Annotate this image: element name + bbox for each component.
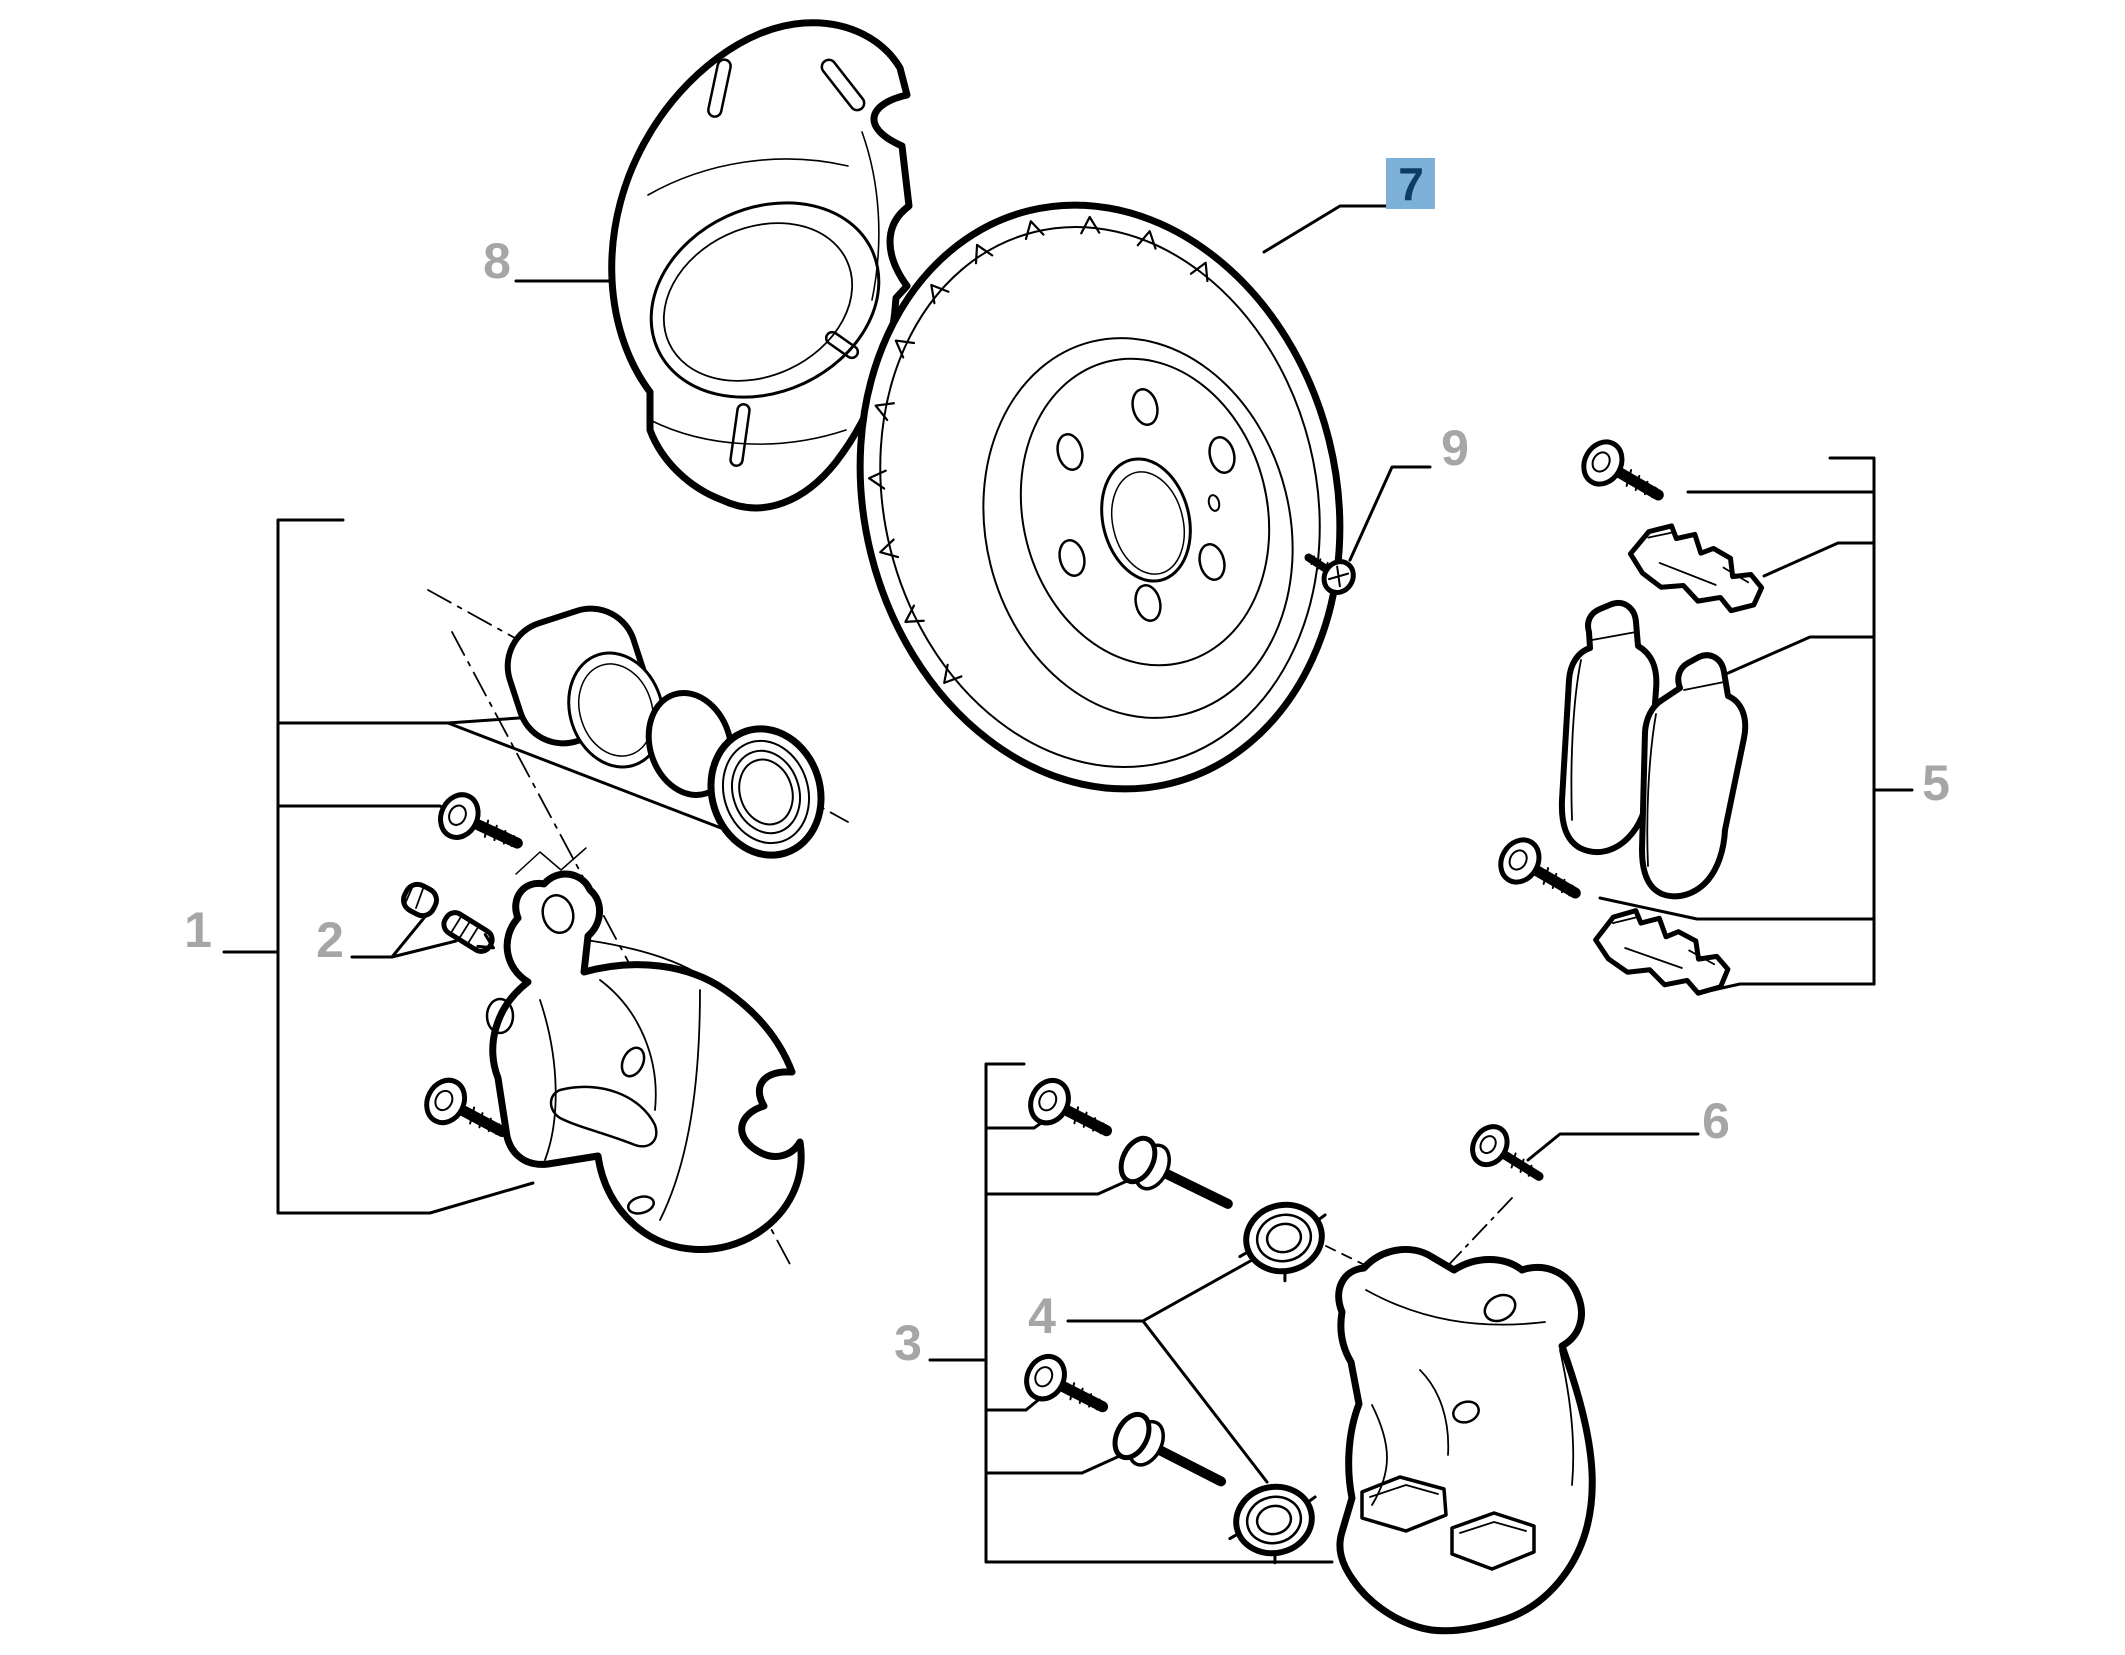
shield-slot — [824, 330, 860, 360]
disc-center-bore — [1100, 457, 1192, 583]
leader-part1-bracket — [276, 518, 535, 1215]
caliper-assembly — [401, 605, 825, 1253]
disc-vent-marks — [867, 215, 1209, 684]
callout-label-5[interactable]: 5 — [1922, 755, 1950, 811]
guide-pin-bolt-upper — [1024, 1074, 1117, 1150]
leader-part9 — [1348, 465, 1432, 562]
splash-shield — [608, 19, 913, 512]
leader-pad-clip-top — [1762, 541, 1876, 578]
leader-caliper-bolt — [276, 804, 466, 822]
leader-part3-bracket — [984, 1062, 1334, 1564]
guide-pin-bolt-lower — [1020, 1350, 1113, 1426]
leader-part6 — [1526, 1132, 1700, 1162]
line-art — [222, 19, 1914, 1635]
callout-label-2[interactable]: 2 — [316, 912, 344, 968]
brake-disc — [856, 201, 1344, 793]
callout-label-3[interactable]: 3 — [894, 1315, 922, 1371]
callout-label-1[interactable]: 1 — [184, 902, 212, 958]
caliper-carrier-bracket — [1335, 1246, 1596, 1635]
disc-retaining-screw — [1304, 553, 1356, 596]
callout-label-9[interactable]: 9 — [1441, 420, 1469, 476]
guide-pin-boot-lower — [1221, 1478, 1327, 1570]
caliper-bolt-upper — [434, 789, 527, 864]
leader-pad-clip-bottom — [1702, 982, 1876, 994]
guide-pin-boot-upper — [1231, 1196, 1337, 1288]
shield-center-opening — [649, 201, 881, 399]
guide-pin-upper — [1114, 1133, 1238, 1225]
disc-hub-face — [1019, 357, 1271, 667]
shield-slot — [707, 58, 732, 118]
brake-pad-kit — [1493, 435, 1767, 995]
callout-labels: 1 2 3 4 5 6 8 9 7 — [184, 158, 1950, 1371]
pad-retainer-clip-upper — [1626, 522, 1767, 614]
leader-pin-bottom — [984, 1452, 1126, 1475]
callout-7-highlight-box[interactable] — [1386, 158, 1435, 209]
carrier-bolt — [1470, 1124, 1544, 1181]
shield-slot — [820, 58, 866, 112]
pad-retainer-clip-lower — [1592, 908, 1731, 995]
guide-pin-kit — [1020, 1074, 1337, 1571]
pad-kit-bolt-upper — [1576, 435, 1669, 514]
caliper-piston — [504, 605, 665, 769]
callout-7-highlighted[interactable]: 7 — [1386, 158, 1435, 210]
disc-friction-face-edge — [982, 337, 1294, 719]
axis-line-carrier-bolt — [1439, 1197, 1513, 1275]
leader-part4 — [1066, 1257, 1269, 1484]
disc-bolt-holes — [1056, 388, 1236, 622]
bleed-screw-cap — [401, 881, 439, 919]
bleed-screw — [441, 910, 495, 954]
leader-part2 — [350, 911, 458, 959]
shield-slot — [729, 402, 751, 468]
leader-part7 — [1262, 204, 1388, 254]
callout-label-8[interactable]: 8 — [483, 233, 511, 289]
leader-part5-bracket — [1828, 456, 1876, 986]
leader-pad-bolt-bottom — [1598, 896, 1876, 921]
zigzag-detail — [515, 847, 587, 875]
callout-label-4[interactable]: 4 — [1028, 1288, 1056, 1344]
caliper-housing — [485, 870, 805, 1253]
piston-dust-boot — [707, 725, 825, 859]
brake-pad-inner — [1639, 652, 1749, 900]
callout-label-6[interactable]: 6 — [1702, 1093, 1730, 1149]
callout-label-7[interactable]: 7 — [1398, 158, 1424, 210]
disc-screw-hole — [1207, 494, 1221, 512]
leader-pin-top — [984, 1174, 1140, 1196]
guide-pin-lower — [1108, 1409, 1231, 1502]
